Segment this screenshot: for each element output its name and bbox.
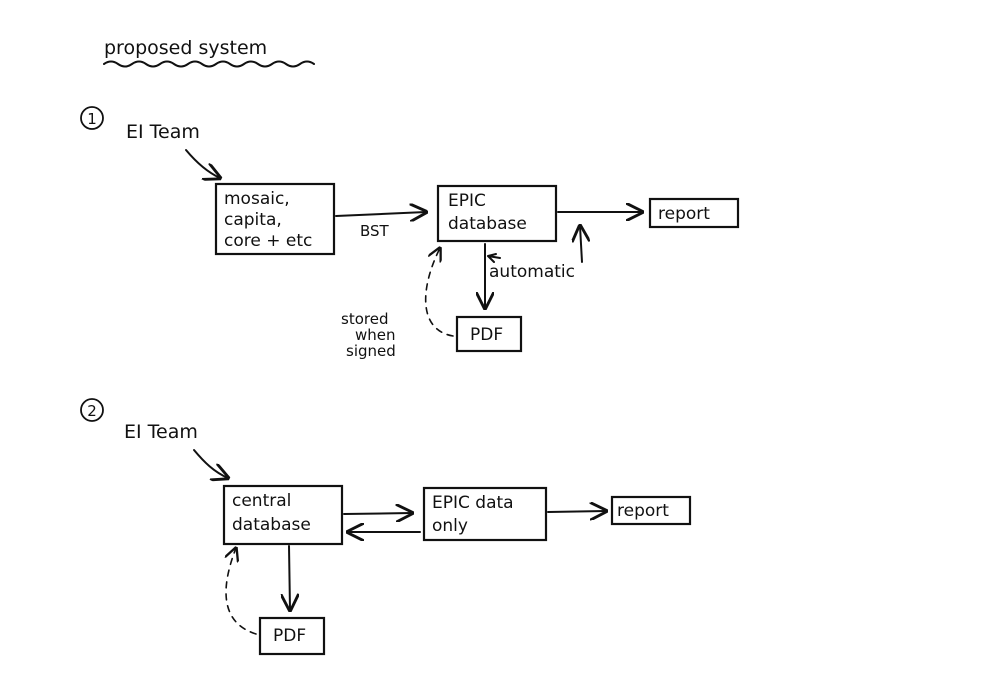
section-1-number-circle xyxy=(80,106,104,130)
pdf-2-dashed-arrow xyxy=(226,548,257,635)
section-2-number-circle xyxy=(80,398,104,422)
pdf-2-label: PDF xyxy=(273,626,306,646)
central-database-line-1: central xyxy=(232,491,291,511)
source-systems-line-3: core + etc xyxy=(224,231,312,251)
section-1-actor: EI Team xyxy=(126,121,200,143)
pdf-box-1: PDF xyxy=(455,315,523,353)
central-database-line-2: database xyxy=(232,515,311,535)
central-to-epic-arrow xyxy=(343,513,412,514)
source-systems-box: mosaic, capita, core + etc xyxy=(214,182,336,256)
pdf-1-label: PDF xyxy=(470,325,503,345)
bst-arrow xyxy=(335,212,426,216)
stored-label-line-1: stored xyxy=(341,310,388,328)
actor-1-arrow xyxy=(185,149,220,178)
report-1-label: report xyxy=(658,204,710,224)
pdf-stored-dashed-arrow xyxy=(424,248,454,337)
epic-data-line-2: only xyxy=(432,516,468,536)
report-2-label: report xyxy=(617,501,669,521)
report-box-1: report xyxy=(648,197,740,229)
epic-database-box: EPIC database xyxy=(436,184,558,243)
central-database-box: central database xyxy=(222,484,344,546)
epic-data-line-1: EPIC data xyxy=(432,493,514,513)
central-to-pdf-arrow xyxy=(289,545,290,610)
automatic-label: automatic xyxy=(489,262,575,282)
title-underline xyxy=(103,60,315,68)
epic-database-line-2: database xyxy=(448,214,527,234)
epic-database-line-1: EPIC xyxy=(448,191,486,211)
pdf-box-2: PDF xyxy=(258,616,326,656)
stored-label-line-3: signed xyxy=(346,342,396,360)
epic-data-only-box: EPIC data only xyxy=(422,486,548,542)
actor-2-arrow xyxy=(193,449,228,478)
source-systems-line-2: capita, xyxy=(224,210,282,230)
bst-label: BST xyxy=(360,222,390,240)
section-2-number: 2 xyxy=(87,402,97,420)
section-1: 1 EI Team mosaic, capita, core + etc BST… xyxy=(80,106,740,360)
diagram-title: proposed system xyxy=(104,37,267,59)
source-systems-line-1: mosaic, xyxy=(224,189,290,209)
stored-label-line-2: when xyxy=(355,326,396,344)
section-2-actor: EI Team xyxy=(124,421,198,443)
section-1-number: 1 xyxy=(87,110,97,128)
report-box-2: report xyxy=(610,495,692,526)
epic-to-report-arrow xyxy=(547,511,606,512)
automatic-left-hook xyxy=(487,253,501,263)
automatic-up-arrow xyxy=(580,226,582,263)
section-2: 2 EI Team central database EPIC data onl… xyxy=(80,398,692,656)
